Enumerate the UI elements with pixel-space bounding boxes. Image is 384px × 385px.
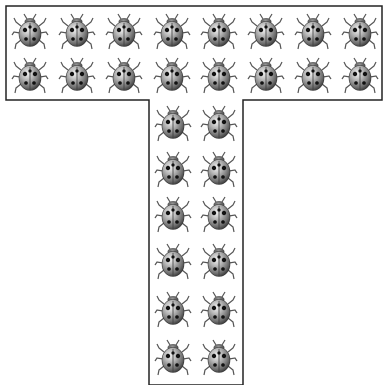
bar-bug-r1-c4 xyxy=(154,14,190,49)
stem-bug-r6-c1 xyxy=(155,340,191,375)
stem-bug-r3-c2 xyxy=(201,197,237,232)
bar-bug-r2-c1 xyxy=(12,58,48,93)
stem-bug-r6-c2 xyxy=(201,340,237,375)
stem-bug-r4-c2 xyxy=(201,244,237,279)
t-outline xyxy=(6,6,382,385)
bar-bug-r1-c6 xyxy=(248,14,284,49)
stem-bug-r3-c1 xyxy=(155,197,191,232)
bar-bug-r1-c7 xyxy=(295,14,331,49)
stem-bug-r4-c1 xyxy=(155,244,191,279)
bar-bug-r1-c1 xyxy=(12,14,48,49)
bar-bug-r2-c6 xyxy=(248,58,284,93)
stem-bug-r2-c2 xyxy=(201,152,237,187)
bar-bug-r1-c2 xyxy=(59,14,95,49)
stem-bug-r1-c2 xyxy=(201,106,237,141)
bar-bug-r2-c8 xyxy=(342,58,378,93)
bar-bug-r2-c4 xyxy=(154,58,190,93)
stem-bug-r1-c1 xyxy=(155,106,191,141)
bar-bug-r2-c7 xyxy=(295,58,331,93)
stem-bug-r5-c1 xyxy=(155,292,191,327)
bar-bug-r2-c3 xyxy=(106,58,142,93)
bug-grid xyxy=(12,14,378,375)
bar-bug-r1-c3 xyxy=(106,14,142,49)
bar-bug-r2-c2 xyxy=(59,58,95,93)
bar-bug-r1-c8 xyxy=(342,14,378,49)
bar-bug-r2-c5 xyxy=(201,58,237,93)
bar-bug-r1-c5 xyxy=(201,14,237,49)
stem-bug-r5-c2 xyxy=(201,292,237,327)
stem-bug-r2-c1 xyxy=(155,152,191,187)
